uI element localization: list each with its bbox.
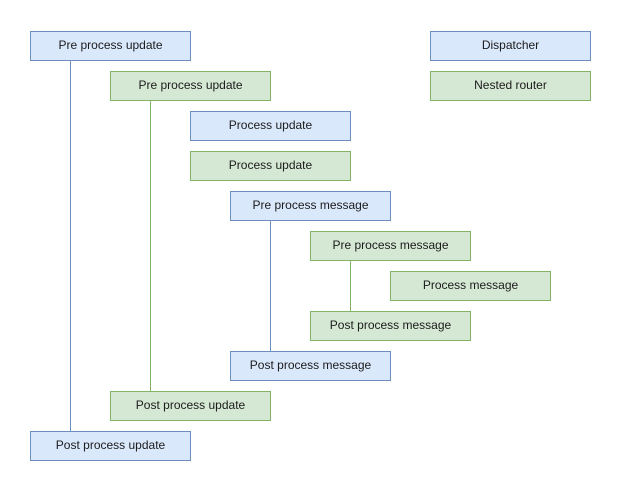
node-6[interactable]: Process message [390,271,551,301]
node-10-label: Post process update [55,438,166,453]
node-8-label: Post process message [249,358,372,373]
node-1-label: Pre process update [138,78,243,93]
node-6-label: Process message [422,278,519,293]
legend-item-0-label: Dispatcher [481,38,540,53]
node-9[interactable]: Post process update [110,391,271,421]
node-7[interactable]: Post process message [310,311,471,341]
node-4[interactable]: Pre process message [230,191,391,221]
node-5-label: Pre process message [332,238,449,253]
legend-item-1[interactable]: Nested router [430,71,591,101]
node-3[interactable]: Process update [190,151,351,181]
node-1[interactable]: Pre process update [110,71,271,101]
node-10[interactable]: Post process update [30,431,191,461]
node-0[interactable]: Pre process update [30,31,191,61]
node-2[interactable]: Process update [190,111,351,141]
node-4-label: Pre process message [252,198,369,213]
node-0-label: Pre process update [58,38,163,53]
dispatcher-message-lifeline [270,221,271,351]
node-2-label: Process update [228,118,313,133]
node-8[interactable]: Post process message [230,351,391,381]
node-9-label: Post process update [135,398,246,413]
node-5[interactable]: Pre process message [310,231,471,261]
legend-item-0[interactable]: Dispatcher [430,31,591,61]
node-7-label: Post process message [329,318,452,333]
node-3-label: Process update [228,158,313,173]
router-message-lifeline [350,261,351,311]
dispatcher-update-lifeline [70,61,71,431]
router-update-lifeline [150,101,151,391]
legend-item-1-label: Nested router [474,78,547,93]
